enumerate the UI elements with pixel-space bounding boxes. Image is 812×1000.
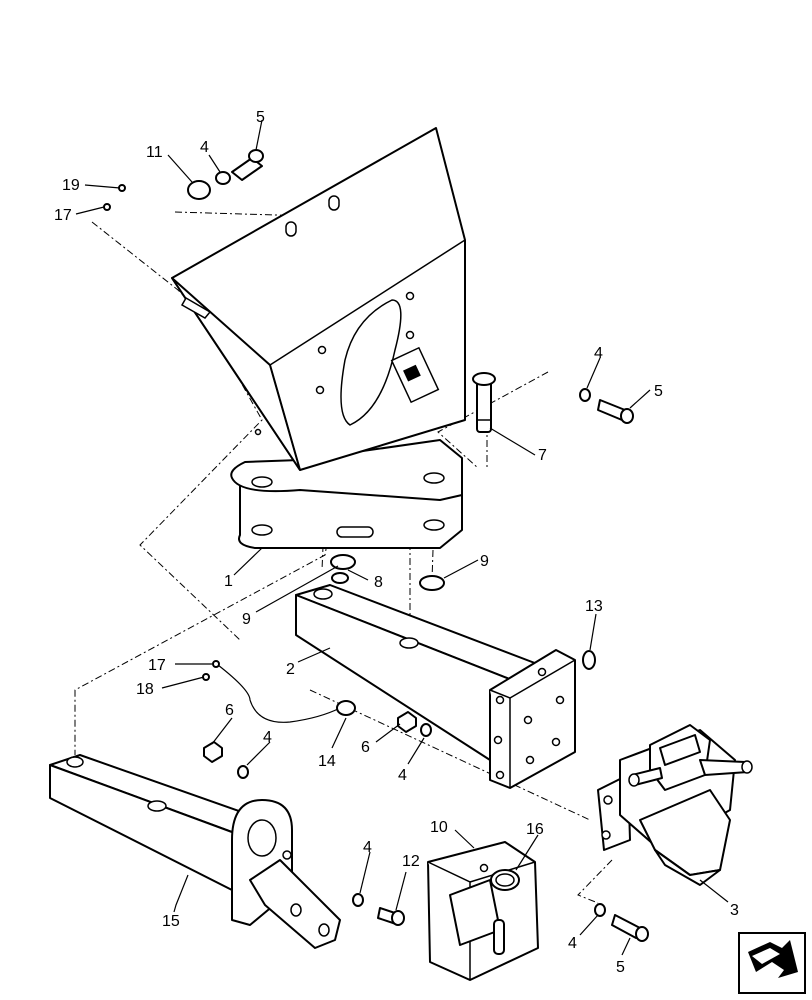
callout-5: 5 (616, 959, 625, 976)
callout-11: 11 (146, 144, 163, 161)
part-2-drawbar-tube (295, 584, 576, 789)
callout-9: 9 (242, 611, 251, 628)
callout-2: 2 (286, 661, 295, 678)
part-3-pintle-hook (597, 724, 753, 886)
part-14-lanyard (217, 664, 356, 723)
callout-13: 13 (585, 598, 603, 615)
callout-4: 4 (398, 767, 407, 784)
callout-5: 5 (256, 109, 265, 126)
callout-6: 6 (225, 702, 234, 719)
callout-4: 4 (568, 935, 577, 952)
part-15-drawbar-tongue (49, 754, 341, 949)
callout-17: 17 (54, 207, 72, 224)
callout-16: 16 (526, 821, 544, 838)
callout-3: 3 (730, 902, 739, 919)
part-1-mounting-bracket (171, 127, 466, 549)
callout-17: 17 (148, 657, 166, 674)
leader-lines (75, 119, 729, 956)
callout-5: 5 (654, 383, 663, 400)
callout-14: 14 (318, 753, 336, 770)
callout-labels: 5 4 11 19 17 4 5 7 1 8 9 9 13 2 17 18 6 … (54, 109, 739, 976)
callout-10: 10 (430, 819, 448, 836)
callout-7: 7 (538, 447, 547, 464)
callout-4: 4 (594, 345, 603, 362)
callout-4: 4 (200, 139, 209, 156)
part-7-hitch-pin (472, 372, 496, 433)
callout-18: 18 (136, 681, 154, 698)
hardware-fasteners (103, 149, 649, 942)
part-10-clevis-plate (427, 841, 539, 981)
callout-9: 9 (480, 553, 489, 570)
callout-4: 4 (363, 839, 372, 856)
part-16-retaining-pin (490, 869, 520, 891)
next-page-arrow-icon[interactable] (738, 932, 806, 994)
callout-6: 6 (361, 739, 370, 756)
callout-4: 4 (263, 729, 272, 746)
callout-8: 8 (374, 574, 383, 591)
callout-1: 1 (224, 573, 233, 590)
callout-15: 15 (162, 913, 180, 930)
callout-19: 19 (62, 177, 80, 194)
callout-12: 12 (402, 853, 420, 870)
